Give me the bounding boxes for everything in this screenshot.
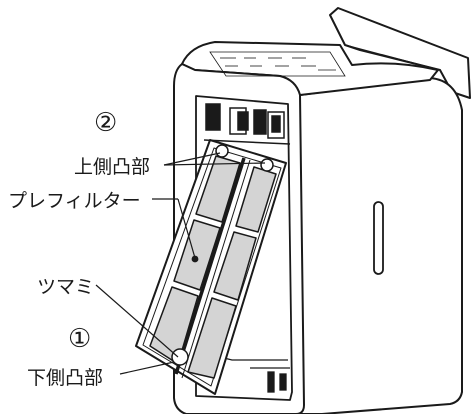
knob-label: ツマミ: [37, 276, 95, 298]
mesh-panel-mid-left: [173, 219, 221, 291]
control-panel: [209, 51, 346, 77]
step-2-marker: ②: [94, 108, 118, 138]
interior-mechanism: [203, 103, 291, 145]
prefilter-center-bar: [174, 157, 246, 375]
mesh-panel-bottom-right: [187, 297, 237, 379]
lower-tab-label: 下側凸部: [27, 367, 104, 389]
upper-tabs-label: 上側凸部: [74, 156, 151, 178]
leader-prefilter-diag: [177, 198, 196, 259]
mesh-panel-top-left: [195, 155, 241, 223]
knob-dot: [191, 255, 199, 263]
step-1-marker: ①: [68, 324, 92, 354]
lower-tab: [171, 348, 189, 366]
prefilter-frame: [135, 139, 287, 395]
leader-lines: [95, 152, 266, 375]
mesh-panel-top-right: [235, 166, 277, 233]
side-handle-slot: [373, 201, 384, 275]
leader-upper-tab-left: [163, 152, 221, 166]
control-panel-outline: [209, 51, 346, 77]
leader-knob: [95, 284, 179, 358]
prefilter-label: プレフィルター: [8, 190, 141, 212]
leader-lower-tab: [119, 361, 175, 375]
upper-tab-right: [260, 158, 274, 172]
leader-upper-tab-right: [163, 162, 266, 166]
prefilter-inner-edge: [142, 147, 282, 387]
upper-tab-left: [215, 144, 229, 158]
mesh-panel-mid-right: [213, 231, 257, 301]
